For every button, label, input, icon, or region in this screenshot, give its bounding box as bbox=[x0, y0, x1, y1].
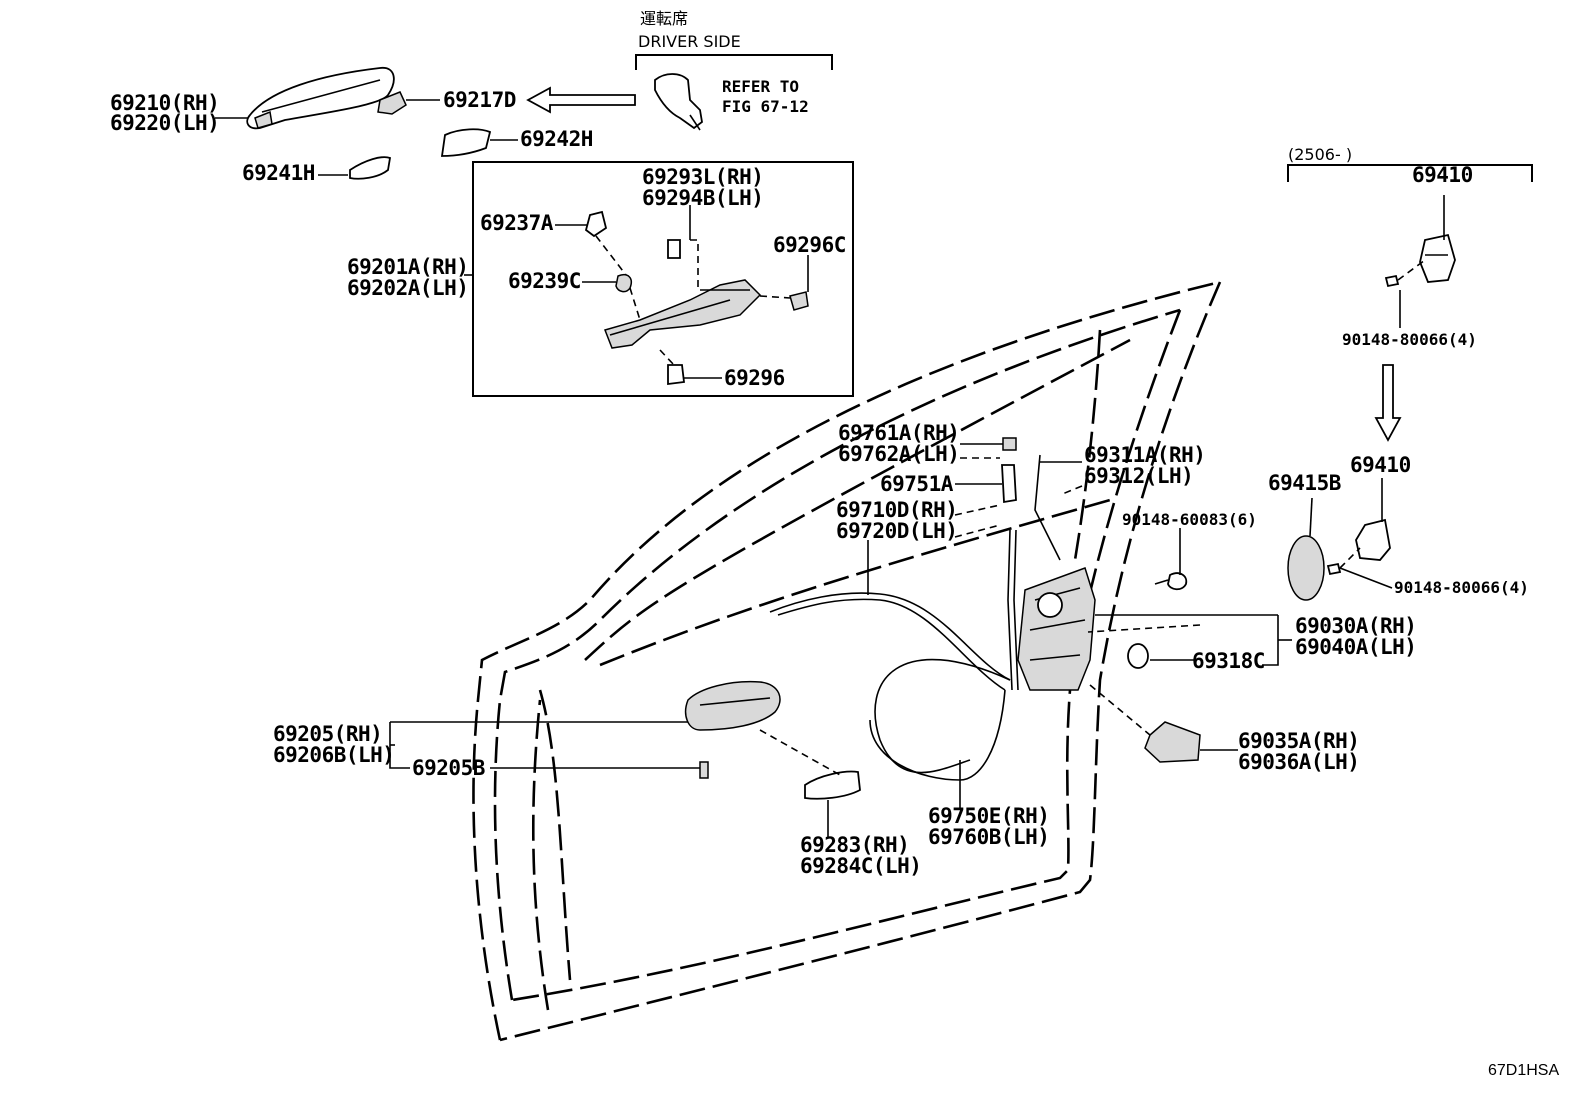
striker-bracket bbox=[1287, 164, 1533, 182]
label-69237A: 69237A bbox=[480, 211, 554, 235]
label-69750E: 69750E(RH) bbox=[928, 804, 1049, 828]
arrow-left-icon bbox=[526, 86, 636, 114]
striker-69410-lower bbox=[1355, 518, 1391, 561]
refer-line-1: REFER TO bbox=[722, 77, 799, 96]
label-69410-lower: 69410 bbox=[1350, 453, 1411, 477]
arrow-down-icon bbox=[1374, 364, 1402, 442]
label-69283: 69283(RH) bbox=[800, 833, 909, 857]
driver-side-bracket bbox=[635, 54, 833, 131]
diagram-id: 67D1HSA bbox=[1488, 1062, 1559, 1079]
label-69035A: 69035A(RH) bbox=[1238, 729, 1359, 753]
label-69241H: 69241H bbox=[242, 161, 315, 185]
label-69762A: 69762A(LH) bbox=[838, 442, 959, 466]
label-date-range: (2506- ) bbox=[1288, 145, 1352, 164]
leader-lines bbox=[215, 99, 1445, 838]
label-69217D: 69217D bbox=[443, 88, 516, 112]
label-69410-top: 69410 bbox=[1412, 163, 1473, 187]
shim-69415B bbox=[1287, 535, 1325, 601]
label-69036A: 69036A(LH) bbox=[1238, 750, 1359, 774]
label-69312: 69312(LH) bbox=[1084, 464, 1193, 488]
outside-handle-69210 bbox=[246, 67, 395, 130]
screw-90148-80066-top bbox=[1384, 259, 1426, 288]
label-69751A: 69751A bbox=[880, 472, 954, 496]
label-69293L: 69293L(RH) bbox=[642, 165, 763, 189]
striker-69410-top bbox=[1419, 233, 1456, 283]
refer-line-2: FIG 67-12 bbox=[722, 97, 809, 116]
screw-90148-80066-lower bbox=[1326, 547, 1361, 576]
label-90148-80066-lower: 90148-80066(4) bbox=[1394, 578, 1529, 597]
label-69205: 69205(RH) bbox=[273, 722, 382, 746]
label-69760B: 69760B(LH) bbox=[928, 825, 1049, 849]
label-69030A: 69030A(RH) bbox=[1295, 614, 1416, 638]
spring-69205B bbox=[699, 761, 709, 779]
bezel-69283 bbox=[804, 770, 861, 800]
label-69415B: 69415B bbox=[1268, 471, 1341, 495]
label-69284C: 69284C(LH) bbox=[800, 854, 921, 878]
label-69318C: 69318C bbox=[1192, 649, 1265, 673]
clip-69761A bbox=[1002, 437, 1017, 451]
driver-side-title-jp: 運転席 bbox=[640, 9, 688, 28]
label-69242H: 69242H bbox=[520, 127, 593, 151]
label-69720D: 69720D(LH) bbox=[836, 519, 957, 543]
cover-69035A bbox=[1144, 721, 1201, 763]
handle-cap-69217D bbox=[377, 91, 407, 115]
label-69206B: 69206B(LH) bbox=[273, 743, 394, 767]
gasket-69242H bbox=[440, 128, 492, 157]
inside-handle-69205 bbox=[684, 680, 781, 731]
label-69239C: 69239C bbox=[508, 269, 581, 293]
label-69040A: 69040A(LH) bbox=[1295, 635, 1416, 659]
label-69311A: 69311A(RH) bbox=[1084, 443, 1205, 467]
label-69296: 69296 bbox=[724, 366, 785, 390]
label-69761A: 69761A(RH) bbox=[838, 421, 959, 445]
label-90148-60083: 90148-60083(6) bbox=[1122, 510, 1257, 529]
cover-69318C bbox=[1127, 643, 1149, 669]
label-69202A: 69202A(LH) bbox=[347, 276, 468, 300]
label-69205B: 69205B bbox=[412, 756, 485, 780]
gasket-69241H bbox=[349, 156, 392, 180]
door-lock-assembly-69030A bbox=[1017, 567, 1096, 691]
part-labels: 運転席 DRIVER SIDE REFER TO FIG 67-12 69210… bbox=[110, 9, 1559, 1079]
label-69296C: 69296C bbox=[773, 233, 846, 257]
label-69220: 69220(LH) bbox=[110, 111, 219, 135]
handle-frame-box bbox=[472, 161, 854, 397]
label-69710D: 69710D(RH) bbox=[836, 498, 957, 522]
door-outline bbox=[472, 280, 1222, 1042]
label-90148-80066-top: 90148-80066(4) bbox=[1342, 330, 1477, 349]
label-69294B: 69294B(LH) bbox=[642, 186, 763, 210]
protector-69751A bbox=[1001, 464, 1017, 504]
driver-side-title-en: DRIVER SIDE bbox=[638, 32, 741, 51]
label-69201A: 69201A(RH) bbox=[347, 255, 468, 279]
screw-90148-60083 bbox=[1154, 572, 1188, 591]
label-69210: 69210(RH) bbox=[110, 91, 219, 115]
